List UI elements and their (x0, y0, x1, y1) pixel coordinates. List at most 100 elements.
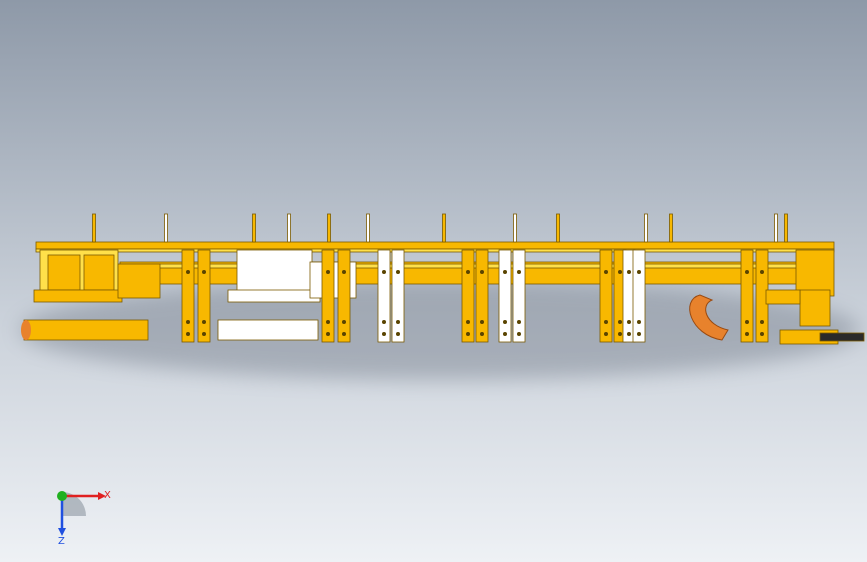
locator-pin (513, 213, 517, 243)
bolt-icon (186, 332, 190, 336)
support-leg (337, 249, 351, 343)
bolt-icon (627, 320, 631, 324)
bolt-icon (342, 270, 346, 274)
bolt-icon (342, 332, 346, 336)
bolt-icon (745, 332, 749, 336)
bolt-icon (466, 332, 470, 336)
bolt-icon (637, 332, 641, 336)
locator-pin (287, 213, 291, 243)
locator-pin (442, 213, 446, 243)
white-clamp-base (227, 289, 321, 303)
bolt-icon (480, 270, 484, 274)
bolt-icon (382, 332, 386, 336)
support-leg (740, 249, 754, 343)
left-tube-end (21, 320, 31, 340)
locator-pin (366, 213, 370, 243)
support-leg (461, 249, 475, 343)
support-leg (599, 249, 613, 343)
white-clamp-block (236, 249, 313, 293)
locator-pin (164, 213, 168, 243)
bolt-icon (382, 320, 386, 324)
bolt-icon (466, 270, 470, 274)
bolt-icon (186, 320, 190, 324)
bolt-icon (745, 270, 749, 274)
right-gripper-body (795, 249, 835, 297)
locator-pin (92, 213, 96, 243)
support-leg (181, 249, 195, 343)
left-bottom-tube (23, 319, 149, 341)
support-leg (512, 249, 526, 343)
bolt-icon (202, 332, 206, 336)
support-leg (475, 249, 489, 343)
bolt-icon (396, 332, 400, 336)
right-cylinder-rod (819, 332, 865, 342)
bolt-icon (517, 320, 521, 324)
bolt-icon (326, 332, 330, 336)
bolt-icon (618, 270, 622, 274)
bolt-icon (604, 332, 608, 336)
bolt-icon (745, 320, 749, 324)
z-axis-arrowhead-icon (58, 528, 66, 536)
locator-pin (774, 213, 778, 243)
bolt-icon (202, 320, 206, 324)
left-clamp-plate (47, 254, 81, 291)
support-leg (632, 249, 646, 343)
locator-pin (556, 213, 560, 243)
bolt-icon (627, 270, 631, 274)
left-cylinder (117, 263, 161, 299)
axis-triad: X Z (57, 490, 111, 547)
main-beam-highlight (119, 263, 801, 269)
left-clamp-base (33, 289, 123, 303)
y-axis-dot-icon (57, 491, 67, 501)
bolt-icon (396, 270, 400, 274)
bolt-icon (503, 332, 507, 336)
copper-cable-loop (689, 294, 729, 341)
bolt-icon (604, 320, 608, 324)
top-rail-edge (35, 248, 835, 253)
locator-pin (784, 213, 788, 243)
bolt-icon (637, 320, 641, 324)
locator-pin (327, 213, 331, 243)
bolt-icon (618, 320, 622, 324)
support-leg (321, 249, 335, 343)
bolt-icon (760, 332, 764, 336)
locator-pin (669, 213, 673, 243)
bolt-icon (517, 332, 521, 336)
bolt-icon (326, 320, 330, 324)
bolt-icon (186, 270, 190, 274)
support-leg (391, 249, 405, 343)
bolt-icon (466, 320, 470, 324)
bolt-icon (202, 270, 206, 274)
bolt-icon (618, 332, 622, 336)
locator-pin (644, 213, 648, 243)
bolt-icon (517, 270, 521, 274)
bolt-icon (382, 270, 386, 274)
bolt-icon (396, 320, 400, 324)
left-clamp-plate (83, 254, 115, 291)
right-gripper-arm (765, 289, 801, 305)
bolt-icon (503, 270, 507, 274)
bolt-icon (760, 320, 764, 324)
bolt-icon (604, 270, 608, 274)
triad-plane-icon (62, 492, 86, 516)
x-axis-arrowhead-icon (98, 492, 106, 500)
bolt-icon (326, 270, 330, 274)
support-leg (197, 249, 211, 343)
right-gripper-jaw (799, 289, 831, 327)
x-axis-label: X (104, 490, 111, 501)
support-leg (498, 249, 512, 343)
bolt-icon (637, 270, 641, 274)
z-axis-label: Z (58, 536, 65, 547)
bolt-icon (503, 320, 507, 324)
bolt-icon (480, 320, 484, 324)
bolt-icon (480, 332, 484, 336)
locator-pin (252, 213, 256, 243)
bolt-icon (627, 332, 631, 336)
white-bottom-tube (217, 319, 319, 341)
top-rail (35, 241, 835, 250)
bolt-icon (760, 270, 764, 274)
bolt-icon (342, 320, 346, 324)
support-leg (377, 249, 391, 343)
